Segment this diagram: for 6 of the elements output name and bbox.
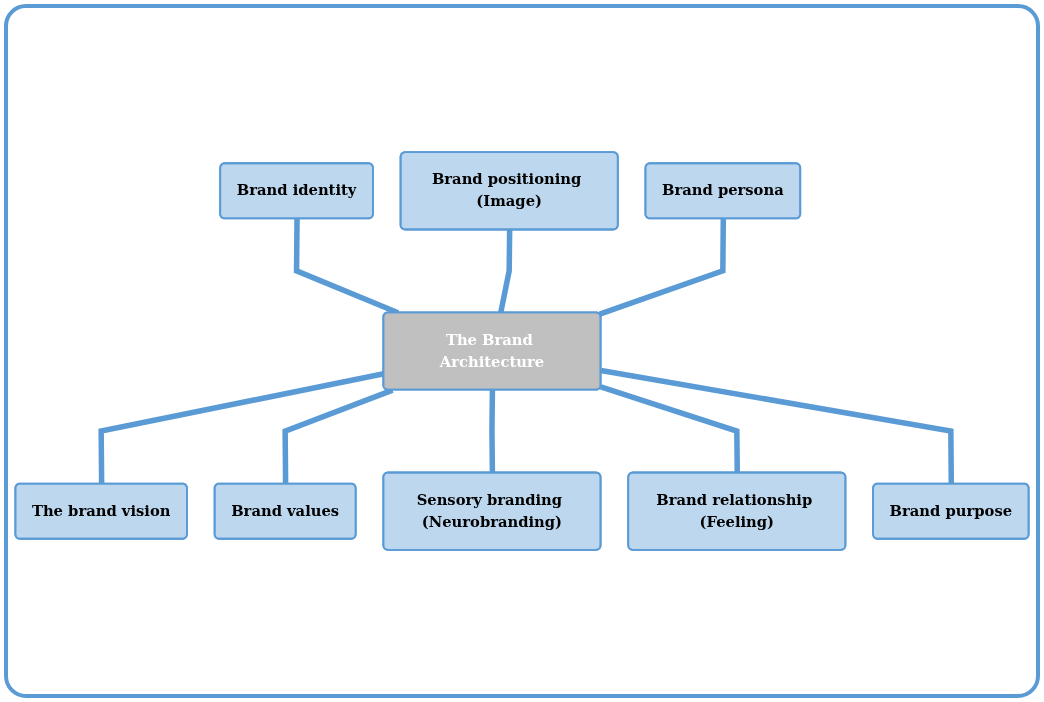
connector bbox=[599, 384, 741, 473]
connector bbox=[598, 218, 727, 317]
connector bbox=[489, 390, 496, 473]
connector bbox=[498, 229, 513, 314]
connector bbox=[600, 367, 955, 485]
connector bbox=[282, 387, 394, 485]
